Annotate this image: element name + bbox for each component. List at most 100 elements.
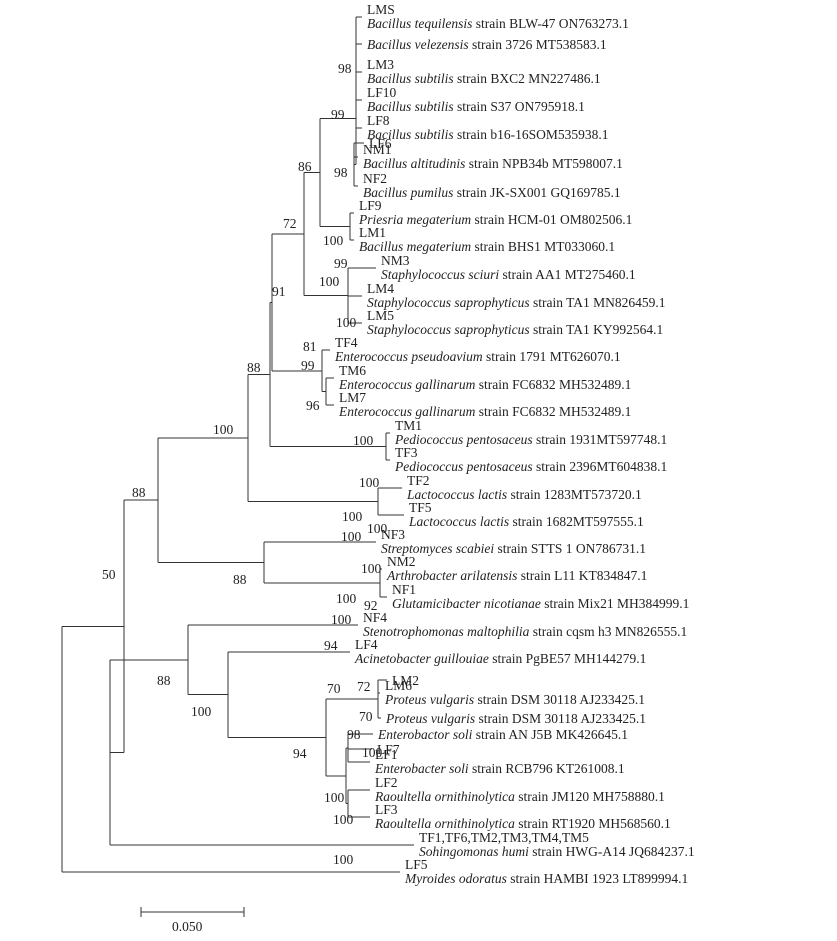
species-label: Arthrobacter arilatensis strain L11 KT83… [386, 568, 647, 583]
species-name: Enterobacter soli [374, 761, 469, 776]
species-name: Bacillus subtilis [367, 127, 454, 142]
bootstrap-value: 100 [336, 591, 357, 606]
species-label: Bacillus tequilensis strain BLW-47 ON763… [367, 16, 629, 31]
bootstrap-value: 100 [342, 509, 363, 524]
bootstrap-value: 50 [102, 567, 116, 582]
bootstrap-value: 70 [359, 709, 373, 724]
bootstrap-value: 100 [333, 852, 354, 867]
species-label: Pediococcus pentosaceus strain 2396MT604… [394, 459, 667, 474]
bootstrap-value: 100 [336, 315, 357, 330]
isolate-code: NM3 [381, 253, 410, 268]
species-name: Enterococcus pseudoavium [334, 349, 483, 364]
isolate-code: NM2 [387, 554, 416, 569]
species-name: Staphylococcus saprophyticus [367, 295, 530, 310]
species-label: Staphylococcus sciuri strain AA1 MT27546… [381, 267, 636, 282]
bootstrap-value: 86 [298, 159, 312, 174]
isolate-code: TF1,TF6,TM2,TM3,TM4,TM5 [419, 830, 589, 845]
strain-accession: strain cqsm h3 MN826555.1 [529, 624, 687, 639]
strain-accession: strain FC6832 MH532489.1 [475, 404, 631, 419]
species-name: Bacillus subtilis [367, 99, 454, 114]
bootstrap-value: 70 [327, 681, 341, 696]
bootstrap-value: 72 [357, 679, 371, 694]
strain-accession: strain HCM-01 OM802506.1 [471, 212, 632, 227]
species-label: Streptomyces scabiei strain STTS 1 ON786… [381, 541, 646, 556]
strain-accession: strain 1283MT573720.1 [507, 487, 642, 502]
strain-accession: strain 1931MT597748.1 [533, 432, 668, 447]
species-label: Enterobactor soli strain AN J5B MK426645… [377, 727, 628, 742]
isolate-code: NF2 [363, 171, 387, 186]
species-name: Bacillus tequilensis [367, 16, 472, 31]
species-name: Raoultella ornithinolytica [374, 789, 515, 804]
species-name: Arthrobacter arilatensis [386, 568, 517, 583]
isolate-code: LF8 [367, 113, 390, 128]
bootstrap-value: 100 [331, 612, 352, 627]
species-label: Lactococcus lactis strain 1682MT597555.1 [408, 514, 644, 529]
isolate-code: LM6 [385, 678, 412, 693]
strain-accession: strain BXC2 MN227486.1 [454, 71, 601, 86]
bootstrap-value: 94 [324, 638, 338, 653]
species-name: Enterococcus gallinarum [338, 404, 476, 419]
isolate-code: LM2 [392, 673, 419, 688]
species-label: Sohingomonas humi strain HWG-A14 JQ68423… [419, 844, 695, 859]
isolate-code: TF5 [409, 500, 432, 515]
bootstrap-value: 100 [324, 790, 345, 805]
strain-accession: strain AN J5B MK426645.1 [472, 727, 628, 742]
species-label: Bacillus altitudinis strain NPB34b MT598… [363, 156, 623, 171]
species-name: Myroides odoratus [404, 871, 507, 886]
strain-accession: strain S37 ON795918.1 [454, 99, 585, 114]
isolate-code: LM3 [367, 57, 394, 72]
bootstrap-value: 98 [338, 61, 352, 76]
species-label: Enterobacter soli strain RCB796 KT261008… [374, 761, 625, 776]
species-label: Raoultella ornithinolytica strain JM120 … [374, 789, 665, 804]
species-label: Enterococcus pseudoavium strain 1791 MT6… [334, 349, 621, 364]
bootstrap-value: 81 [303, 339, 317, 354]
strain-accession: strain DSM 30118 AJ233425.1 [475, 711, 646, 726]
species-name: Acinetobacter guillouiae [354, 651, 489, 666]
bootstrap-value: 96 [306, 398, 320, 413]
bootstrap-value: 88 [233, 572, 247, 587]
bootstrap-value: 100 [341, 529, 362, 544]
species-name: Enterococcus gallinarum [338, 377, 476, 392]
isolate-code: LF7 [377, 742, 400, 757]
isolate-code: LF4 [355, 637, 378, 652]
bootstrap-value: 98 [347, 727, 361, 742]
bootstrap-value: 100 [359, 475, 380, 490]
strain-accession: strain TA1 KY992564.1 [530, 322, 664, 337]
strain-accession: strain DSM 30118 AJ233425.1 [474, 692, 645, 707]
bootstrap-value: 100 [213, 422, 234, 437]
isolate-code: TF3 [395, 445, 418, 460]
species-label: Acinetobacter guillouiae strain PgBE57 M… [354, 651, 646, 666]
bootstrap-value: 100 [362, 745, 383, 760]
strain-accession: strain Mix21 MH384999.1 [541, 596, 690, 611]
species-name: Pediococcus pentosaceus [394, 459, 533, 474]
bootstrap-value: 98 [334, 165, 348, 180]
species-label: Pediococcus pentosaceus strain 1931MT597… [394, 432, 667, 447]
bootstrap-value: 72 [283, 216, 297, 231]
species-label: Raoultella ornithinolytica strain RT1920… [374, 816, 671, 831]
species-name: Pediococcus pentosaceus [394, 432, 533, 447]
species-label: Bacillus velezensis strain 3726 MT538583… [367, 37, 607, 52]
species-label: Enterococcus gallinarum strain FC6832 MH… [338, 377, 631, 392]
isolate-code: LF1 [375, 747, 398, 762]
species-label: Proteus vulgaris strain DSM 30118 AJ2334… [384, 692, 645, 707]
species-label: Priesria megaterium strain HCM-01 OM8025… [358, 212, 632, 227]
bootstrap-value: 100 [367, 521, 388, 536]
bootstrap-value: 99 [334, 256, 348, 271]
strain-accession: strain b16-16SOM535938.1 [454, 127, 609, 142]
species-label: Enterococcus gallinarum strain FC6832 MH… [338, 404, 631, 419]
bootstrap-value: 92 [364, 598, 378, 613]
isolate-code: LM7 [339, 390, 366, 405]
strain-accession: strain BHS1 MT033060.1 [471, 239, 615, 254]
isolate-code: LF6 [369, 136, 392, 151]
strain-accession: strain 1682MT597555.1 [509, 514, 644, 529]
species-label: Bacillus subtilis strain b16-16SOM535938… [367, 127, 609, 142]
species-name: Staphylococcus saprophyticus [367, 322, 530, 337]
species-label: Stenotrophomonas maltophilia strain cqsm… [363, 624, 687, 639]
strain-accession: strain PgBE57 MH144279.1 [489, 651, 647, 666]
species-name: Proteus vulgaris [384, 692, 474, 707]
isolate-code: LMS [367, 2, 395, 17]
strain-accession: strain BLW-47 ON763273.1 [472, 16, 628, 31]
species-label: Glutamicibacter nicotianae strain Mix21 … [392, 596, 689, 611]
scale-bar: 0.050 [140, 907, 245, 934]
